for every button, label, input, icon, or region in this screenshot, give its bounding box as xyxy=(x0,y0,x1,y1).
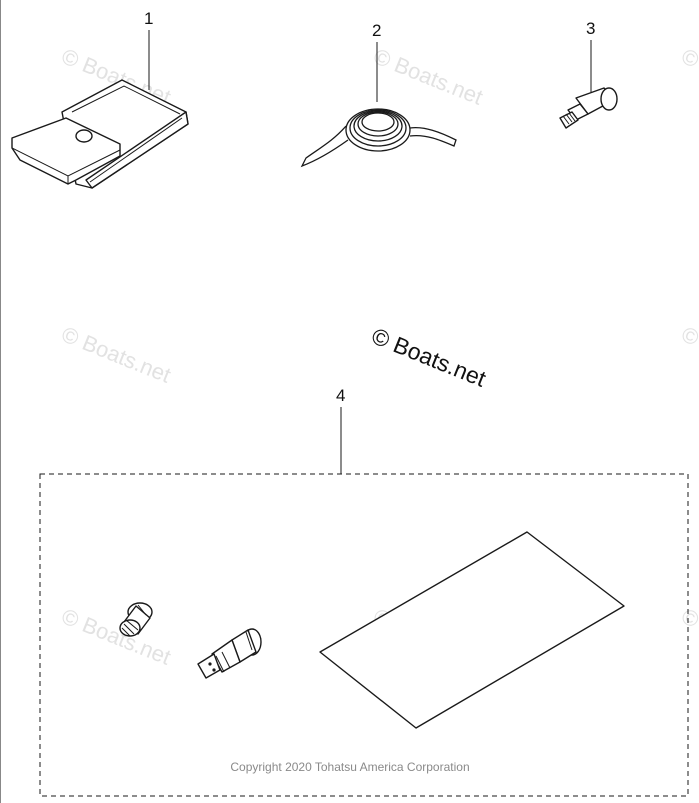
center-watermark: © Boats.net xyxy=(368,323,490,392)
copyright-text: Copyright 2020 Tohatsu America Corporati… xyxy=(230,760,469,774)
kit-gasket-sheet xyxy=(319,531,625,729)
part-1-pouch[interactable]: 1 xyxy=(11,9,189,189)
kit-dashed-frame xyxy=(39,473,689,797)
faint-watermark: © Boats.net xyxy=(678,321,699,387)
callout-2: 2 xyxy=(372,21,381,40)
faint-watermark: © Boats.net xyxy=(58,321,174,387)
part-4-kit[interactable]: 4 xyxy=(39,386,689,797)
kit-jet-screw xyxy=(119,602,153,637)
faint-watermark: © Boats.net xyxy=(678,603,699,669)
callout-4: 4 xyxy=(336,386,345,405)
kit-pilot-screw xyxy=(197,628,262,679)
faint-watermark: © Boats.net xyxy=(58,603,174,669)
faint-watermark: © Boats.net xyxy=(370,43,486,109)
part-2-coil-wire[interactable]: 2 xyxy=(300,21,457,168)
part-3-nozzle[interactable]: 3 xyxy=(559,19,618,129)
callout-1: 1 xyxy=(144,9,153,28)
snap-button xyxy=(75,129,93,143)
callout-3: 3 xyxy=(586,19,595,38)
faint-watermark: © Boats.net xyxy=(678,43,699,109)
